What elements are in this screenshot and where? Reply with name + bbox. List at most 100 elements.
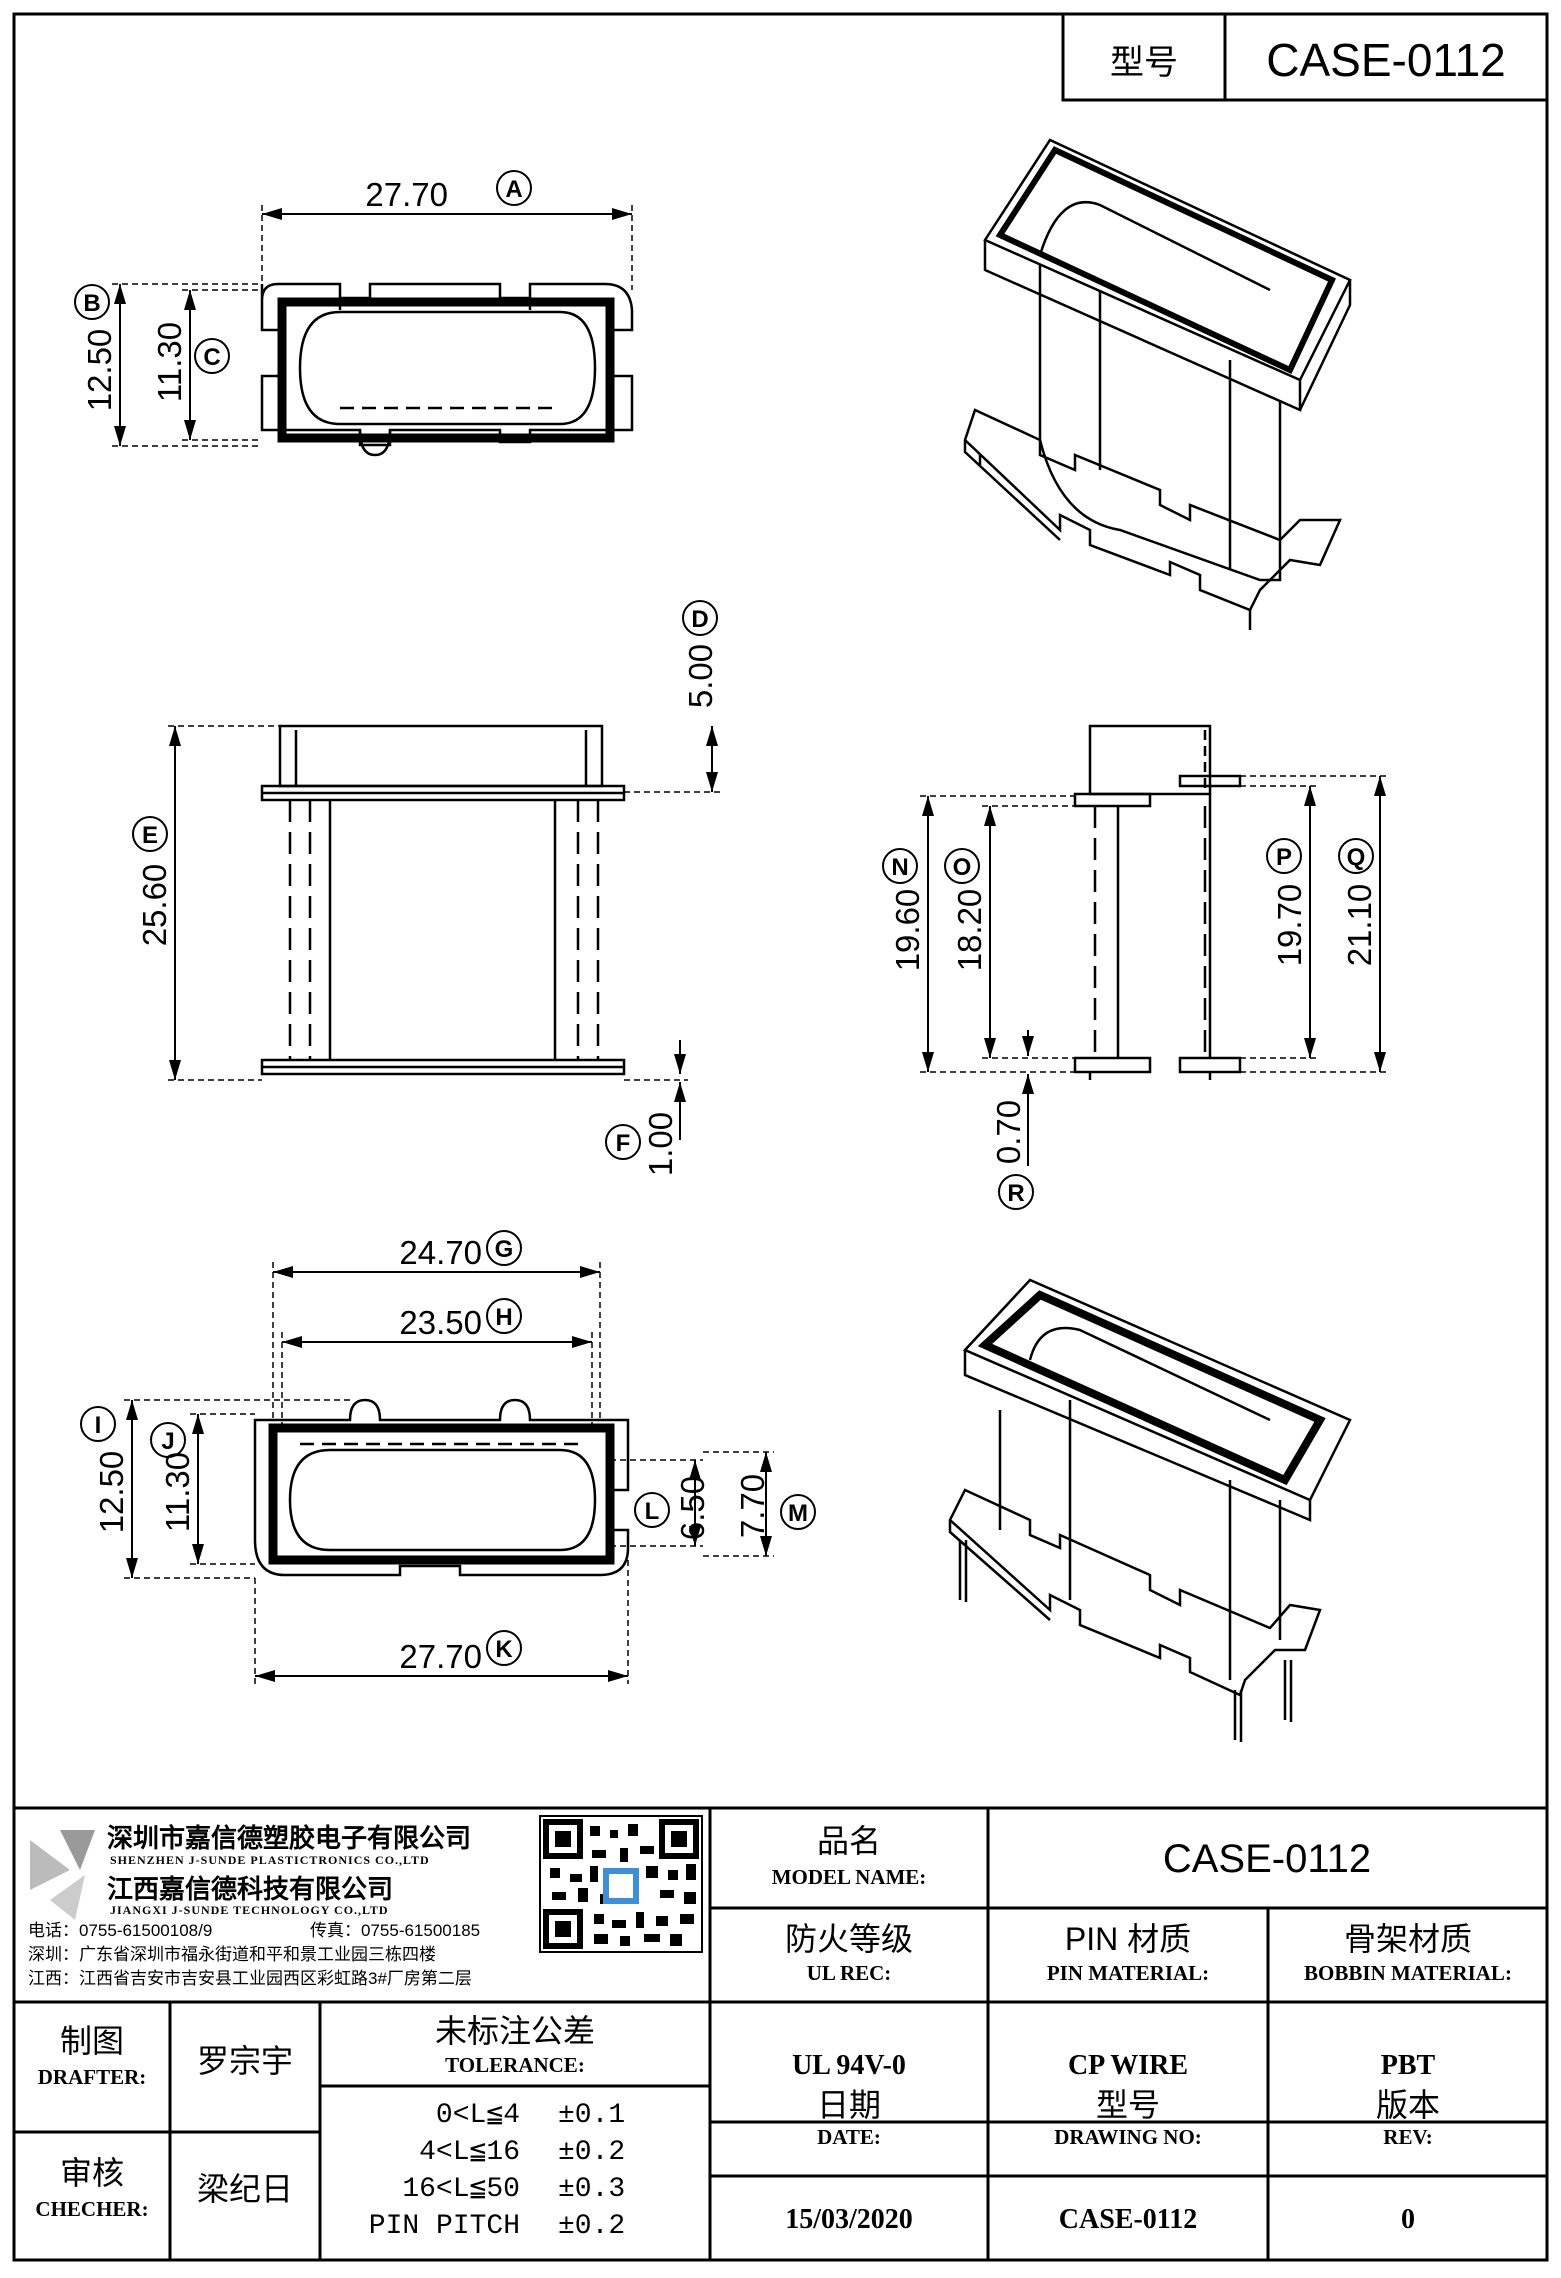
pin-label-cn: PIN 材质: [1065, 1921, 1191, 1957]
dim-K: 27.70 K: [254, 1560, 629, 1684]
dim-O-value: 18.20: [951, 889, 988, 972]
tolerance-value: ±0.1: [558, 2100, 625, 2131]
bobbin-label-cn: 骨架材质: [1344, 1921, 1472, 1957]
sheet-border: [12, 12, 1549, 2262]
dim-L-letter: L: [645, 1498, 660, 1525]
dim-C: 11.30 C: [151, 289, 262, 441]
company-name-en-1: SHENZHEN J-SUNDE PLASTICTRONICS CO.,LTD: [110, 1853, 430, 1867]
company-block: 深圳市嘉信德塑胶电子有限公司 SHENZHEN J-SUNDE PLASTICT…: [28, 1815, 703, 1988]
company-address-jx: 江西：江西省吉安市吉安县工业园西区彩虹路3#厂房第二层: [28, 1969, 472, 1988]
dim-Q-letter: Q: [1347, 844, 1366, 871]
tolerance-range: 0<L≦4: [436, 2100, 520, 2131]
company-fax: 传真：0755-61500185: [310, 1921, 480, 1940]
dim-E-value: 25.60: [136, 864, 173, 947]
dim-O: 18.20 O: [944, 805, 1090, 1059]
dim-H-letter: H: [495, 1304, 512, 1331]
drafter-label-en: DRAFTER:: [38, 2065, 147, 2089]
dim-I-letter: I: [95, 1412, 102, 1439]
dim-F-value: 1.00: [642, 1112, 679, 1176]
dim-K-letter: K: [495, 1636, 513, 1663]
drawing-no-label-en: DRAWING NO:: [1054, 2125, 1202, 2149]
tolerance-value: ±0.2: [558, 2211, 625, 2242]
dim-C-letter: C: [203, 344, 220, 371]
dim-A: 27.70 A: [261, 170, 633, 290]
dim-R: 0.70 R: [990, 1030, 1034, 1210]
header-model-label: 型号: [1110, 44, 1178, 82]
dim-G: 24.70 G: [272, 1230, 601, 1420]
dim-R-letter: R: [1007, 1180, 1024, 1207]
pin-label-en: PIN MATERIAL:: [1047, 1961, 1209, 1985]
dim-D-value: 5.00: [682, 644, 719, 708]
dim-B-letter: B: [83, 290, 100, 317]
dim-D-letter: D: [691, 606, 708, 633]
pin-value: CP WIRE: [1068, 2050, 1188, 2081]
tolerance-label-cn: 未标注公差: [435, 2013, 595, 2049]
dim-G-value: 24.70: [399, 1234, 482, 1271]
dim-G-letter: G: [495, 1236, 514, 1263]
product-name-cn: 品名: [817, 1823, 881, 1859]
company-name-cn-1: 深圳市嘉信德塑胶电子有限公司: [107, 1823, 471, 1853]
dim-N-letter: N: [891, 854, 908, 881]
company-phone: 电话：0755-61500108/9: [28, 1921, 212, 1940]
company-logo: [30, 1830, 95, 1920]
date-label-en: DATE:: [817, 2125, 881, 2149]
date-label-cn: 日期: [817, 2087, 881, 2123]
qr-code: [539, 1815, 703, 1953]
company-address-sz: 深圳：广东省深圳市福永街道和平和景工业园三栋四楼: [28, 1945, 436, 1964]
dim-D: 5.00 D: [624, 600, 720, 793]
dim-F: 1.00 F: [605, 1040, 688, 1176]
dim-N: 19.60 N: [882, 795, 1075, 1073]
dim-I-value: 12.50: [93, 1451, 130, 1534]
rev-label-en: REV:: [1383, 2125, 1432, 2149]
dim-C-value: 11.30: [151, 322, 188, 402]
bobbin-label-en: BOBBIN MATERIAL:: [1304, 1961, 1512, 1985]
bobbin-value: PBT: [1381, 2050, 1436, 2081]
rev-label-cn: 版本: [1376, 2087, 1440, 2123]
header-model-value: CASE-0112: [1266, 34, 1506, 86]
dim-L: 6.50 L: [610, 1459, 711, 1547]
dim-A-letter: A: [505, 176, 522, 203]
ul-label-cn: 防火等级: [785, 1921, 913, 1957]
drawing-no-value: CASE-0112: [1059, 2204, 1197, 2235]
dim-M: 7.70 M: [703, 1451, 816, 1557]
dim-P-letter: P: [1276, 844, 1292, 871]
dim-A-value: 27.70: [365, 176, 448, 213]
dim-P: 19.70 P: [1240, 785, 1318, 1059]
drawing-no-label-cn: 型号: [1096, 2087, 1160, 2123]
rev-value: 0: [1401, 2204, 1415, 2235]
product-name-en: MODEL NAME:: [772, 1865, 927, 1889]
dim-B: 12.50 B: [74, 283, 260, 447]
date-value: 15/03/2020: [785, 2204, 913, 2235]
dim-O-letter: O: [953, 854, 972, 881]
header-model-box: 型号 CASE-0112: [1061, 12, 1549, 102]
ul-label-en: UL REC:: [807, 1961, 892, 1985]
checker-label-cn: 审核: [60, 2155, 124, 2191]
front-view: [260, 724, 626, 1076]
drafter-name: 罗宗宇: [197, 2043, 293, 2079]
dim-J-value: 11.30: [159, 1452, 196, 1532]
top-view: [260, 282, 634, 457]
tolerance-value: ±0.3: [558, 2174, 625, 2205]
dim-M-value: 7.70: [734, 1474, 771, 1538]
iso-view-bottom: [948, 1278, 1352, 1742]
dim-H: 23.50 H: [281, 1298, 593, 1430]
side-view: [1073, 724, 1242, 1080]
dim-B-value: 12.50: [81, 329, 118, 412]
dim-J: 11.30 J: [150, 1413, 255, 1565]
tolerance-label-en: TOLERANCE:: [445, 2053, 585, 2077]
dim-L-value: 6.50: [674, 1476, 711, 1540]
company-name-en-2: JIANGXI J-SUNDE TECHNOLOGY CO.,LTD: [110, 1903, 389, 1917]
ul-value: UL 94V-0: [792, 2050, 906, 2081]
dim-E: 25.60 E: [132, 725, 280, 1081]
dim-I: 12.50 I: [80, 1399, 350, 1579]
dim-Q-value: 21.10: [1341, 884, 1378, 967]
bottom-view: [253, 1398, 630, 1577]
tolerance-range: 16<L≦50: [402, 2174, 520, 2205]
checker-name: 梁纪日: [197, 2171, 293, 2207]
dim-N-value: 19.60: [889, 889, 926, 972]
iso-view-top: [963, 138, 1352, 630]
tolerance-table: 0<L≦4 ±0.1 4<L≦16 ±0.2 16<L≦50 ±0.3 PIN …: [369, 2100, 625, 2242]
dim-H-value: 23.50: [399, 1304, 482, 1341]
